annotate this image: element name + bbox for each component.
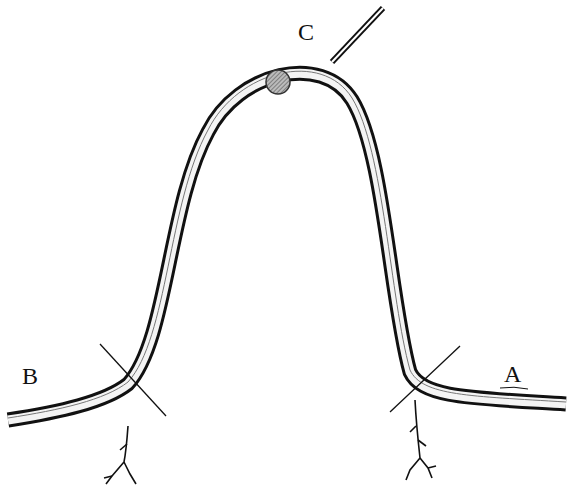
part-letter: C bbox=[298, 20, 314, 44]
side-shoot-inner bbox=[332, 8, 383, 62]
cut-line-b bbox=[100, 344, 166, 416]
side-shoot bbox=[332, 8, 383, 62]
stem bbox=[8, 73, 566, 420]
stem-inner bbox=[8, 73, 566, 420]
roots-b bbox=[104, 426, 136, 484]
label-underline bbox=[500, 387, 528, 389]
cut-line-a bbox=[390, 346, 460, 412]
part-letter: A bbox=[504, 362, 521, 386]
peg bbox=[266, 70, 290, 94]
part-letter: B bbox=[22, 364, 38, 388]
roots-a bbox=[406, 400, 436, 480]
stem-shading bbox=[8, 71, 566, 418]
